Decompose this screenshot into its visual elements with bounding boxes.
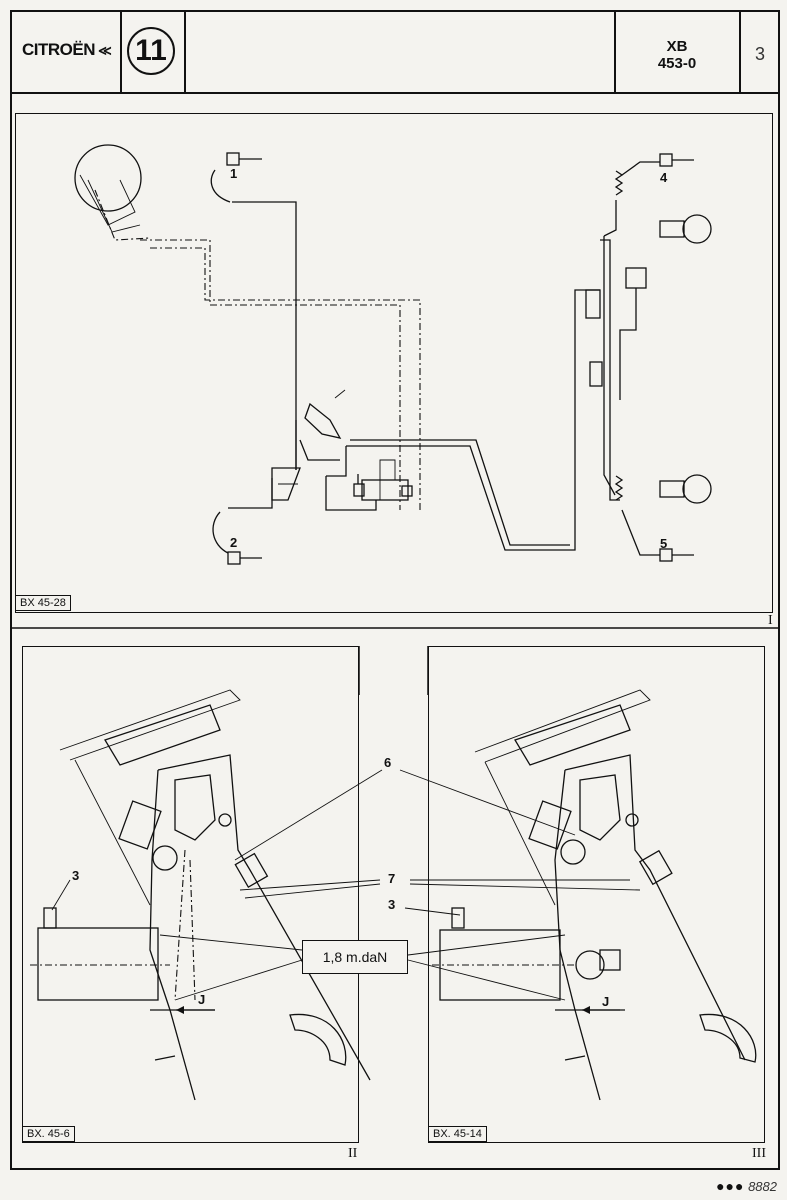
callout-6: 6 xyxy=(384,755,392,770)
model-code-line2: 453-0 xyxy=(657,55,697,72)
page-number: 3 xyxy=(754,44,765,64)
figure-ref-1: BX 45-28 xyxy=(15,595,71,611)
callout-3-left: 3 xyxy=(72,868,80,883)
footer-dots: ●●● xyxy=(716,1178,745,1194)
panel-numeral-2: II xyxy=(348,1146,358,1161)
panel-numeral-1: I xyxy=(768,613,773,628)
pedal-assembly-left xyxy=(30,689,371,1101)
callout-j-right: J xyxy=(602,994,610,1009)
footer-code: ●●● 8882 xyxy=(716,1178,777,1194)
callout-2: 2 xyxy=(230,535,238,550)
model-code: XB 453-0 xyxy=(618,38,736,72)
model-code-line1: XB xyxy=(666,38,688,55)
brand-logo: CITROËN ≪ xyxy=(22,40,112,59)
callout-j-left: J xyxy=(198,992,206,1007)
panel-numeral-3: III xyxy=(752,1146,766,1161)
torque-label: 1,8 m.daN xyxy=(302,940,408,974)
header-divider-1 xyxy=(120,10,122,92)
chapter-number: 11 xyxy=(127,27,175,75)
callout-7: 7 xyxy=(388,871,396,886)
diagram-panel-2 xyxy=(22,646,359,1143)
pedal-assembly-right xyxy=(432,689,757,1101)
footer-number: 8882 xyxy=(748,1179,777,1194)
header-divider-3 xyxy=(614,10,616,92)
header-divider-2 xyxy=(184,10,186,92)
header-bottom-rule xyxy=(10,92,780,94)
callout-4: 4 xyxy=(660,170,668,185)
figure-ref-2: BX. 45-6 xyxy=(22,1126,75,1142)
diagram-panel-3 xyxy=(428,646,765,1143)
callout-3-right: 3 xyxy=(388,897,396,912)
callout-5: 5 xyxy=(660,536,668,551)
diagram-panel-1 xyxy=(15,113,773,613)
header-divider-4 xyxy=(739,10,741,92)
page-frame xyxy=(10,10,780,1170)
figure-ref-3: BX. 45-14 xyxy=(428,1126,487,1142)
sphere-accumulator xyxy=(74,144,142,212)
callout-1: 1 xyxy=(230,166,238,181)
